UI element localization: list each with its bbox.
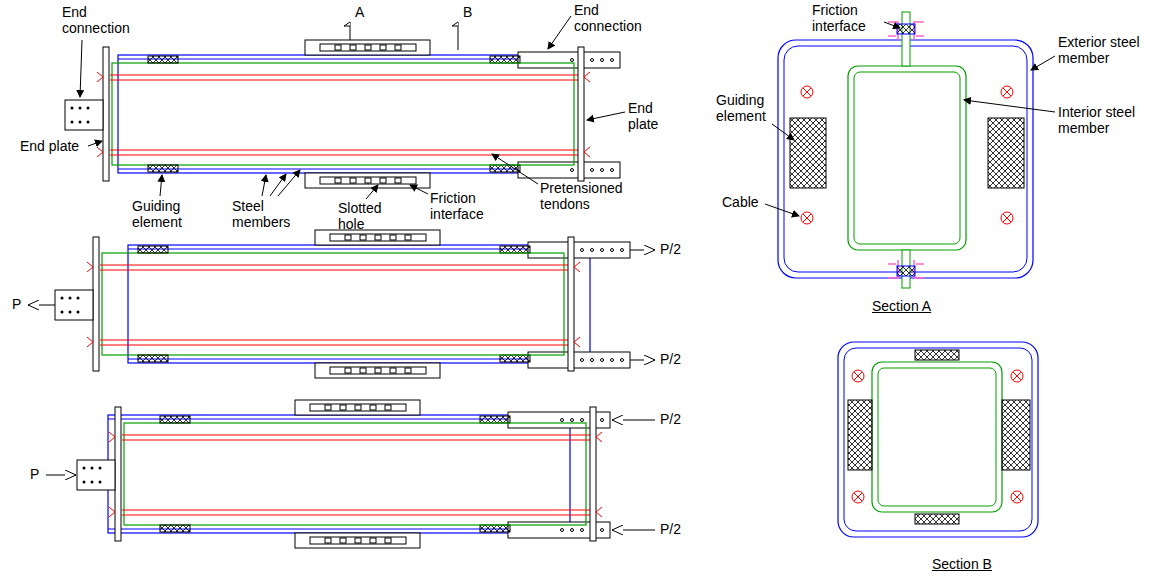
part-label: Interior steel member [1058,104,1143,136]
part-label: End connection [62,4,142,36]
part-label: End plate [628,100,673,132]
part-label: P [12,296,21,312]
part-label: Guiding element [716,92,780,124]
part-label: Pretensioned tendons [540,180,635,212]
part-label: A [355,4,364,20]
part-label: End connection [574,2,654,34]
part-label: P/2 [660,351,681,367]
part-label: Steel members [232,198,296,230]
section-title: Section A [872,298,931,314]
part-label: B [463,4,472,20]
part-label: Guiding element [132,198,196,230]
part-label: P/2 [660,521,681,537]
part-label: End plate [20,138,79,154]
part-label: P/2 [660,411,681,427]
part-label: P [30,466,39,482]
part-label: Cable [722,194,759,210]
part-label: Friction interface [812,2,882,34]
part-label: Friction interface [430,190,500,222]
part-label: P/2 [660,241,681,257]
section-title: Section B [932,556,992,572]
part-label: Exterior steel member [1058,34,1143,66]
part-label: Slotted hole [338,200,394,232]
